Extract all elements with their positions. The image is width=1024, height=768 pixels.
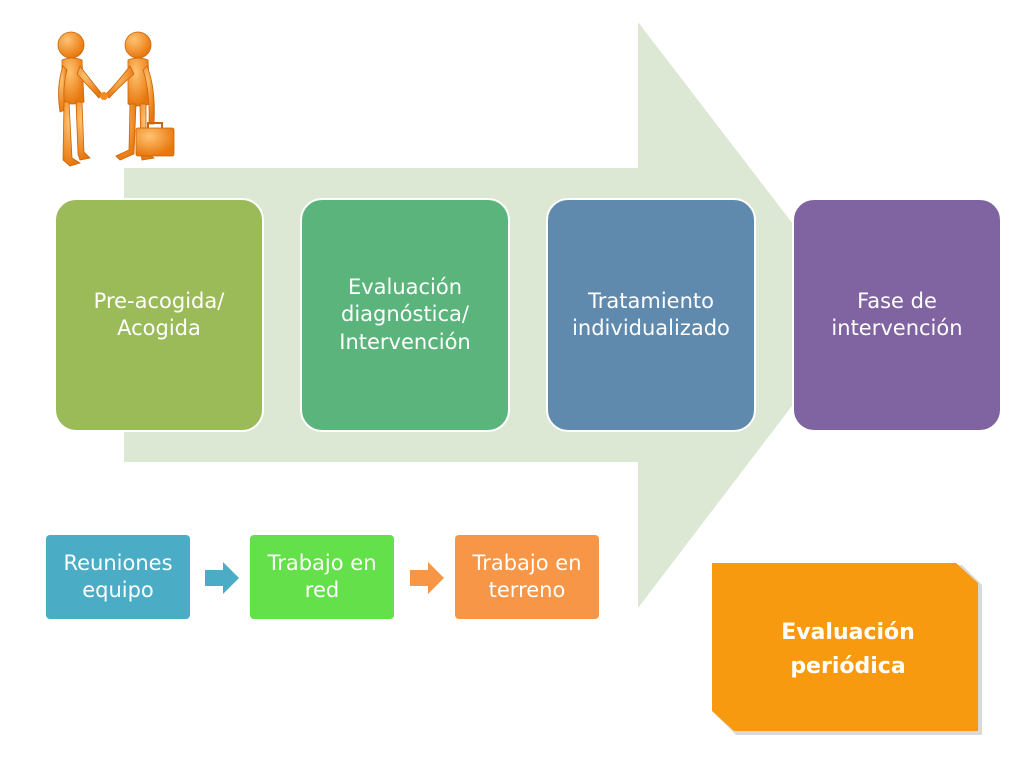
periodic-evaluation-box: Evaluación periódica — [712, 563, 984, 737]
sub-box-reuniones-equipo: Reuniones equipo — [46, 535, 190, 619]
sub-box-trabajo-en-red: Trabajo en red — [250, 535, 394, 619]
sub-box-trabajo-en-terreno: Trabajo en terreno — [455, 535, 599, 619]
phase-box-tratamiento: Tratamiento individualizado — [546, 198, 756, 432]
right-arrow-shape — [410, 562, 444, 594]
phase-box-pre-acogida: Pre-acogida/ Acogida — [54, 198, 264, 432]
phase-box-evaluacion-diagnostica: Evaluación diagnóstica/ Intervención — [300, 198, 510, 432]
periodic-evaluation-shape — [712, 563, 978, 731]
right-arrow-icon — [205, 562, 239, 594]
right-arrow-shape — [205, 562, 239, 594]
periodic-evaluation-label: Evaluación periódica — [781, 619, 915, 679]
handshake-figures-icon — [57, 31, 175, 167]
phase-box-fase-intervencion: Fase de intervención — [792, 198, 1002, 432]
right-arrow-icon — [410, 562, 444, 594]
